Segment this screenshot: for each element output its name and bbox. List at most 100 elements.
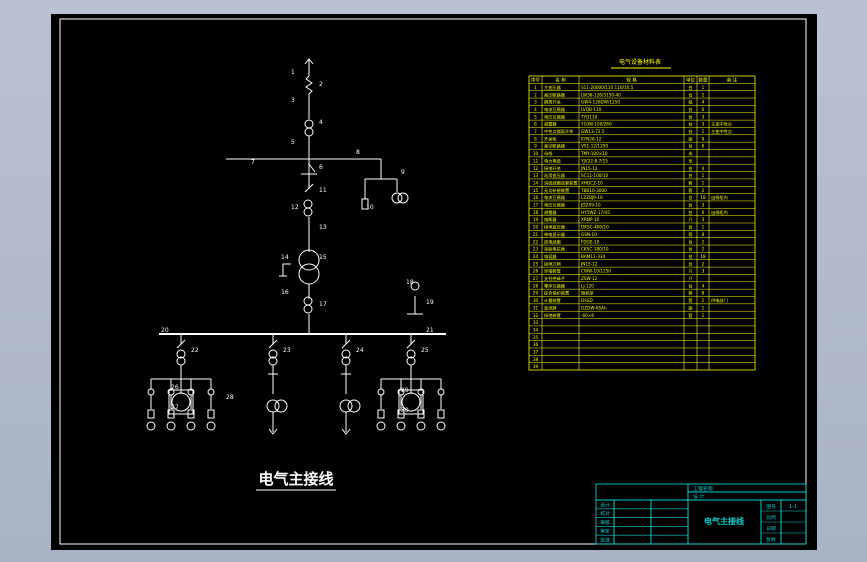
table-cell: GW13-72.5: [581, 129, 605, 134]
table-cell: 台: [688, 128, 692, 135]
callout-number: 3: [291, 97, 295, 104]
feeder-1: [146, 334, 216, 431]
table-cell: 面: [688, 136, 692, 142]
feeder-4: [376, 334, 446, 431]
tb-project: 工程名称: [693, 486, 713, 493]
table-cell: 38: [533, 357, 539, 362]
branch-load: [396, 421, 406, 431]
callout-number: 22: [191, 347, 199, 354]
table-cell: -60×6: [581, 313, 594, 318]
callout-number: 20: [161, 327, 169, 334]
table-cell: 接地装置: [544, 312, 561, 319]
callout-number: 12: [291, 204, 299, 211]
table-cell: LZZBJ9-10: [581, 195, 603, 200]
table-cell: 23: [533, 247, 539, 252]
table-cell: 台: [688, 246, 692, 253]
branch-fuse: [147, 409, 155, 419]
table-cell: 综合保护装置: [544, 290, 569, 297]
table-cell: 主变中性点: [711, 128, 732, 135]
table-cell: 8: [534, 136, 537, 141]
table-cell: 2: [702, 92, 705, 97]
table-cell: 27: [533, 276, 539, 281]
feeder-trafo-lv: [347, 399, 361, 413]
ct-2: [303, 199, 313, 217]
tb-left-label: 设计: [600, 501, 610, 508]
branch-load: [376, 421, 386, 431]
branch-load: [186, 421, 196, 431]
table-cell: 套: [688, 231, 693, 238]
table-cell: 1: [702, 129, 705, 134]
table-header-cell: 名 称: [555, 77, 566, 84]
tb-left-label: 校对: [600, 510, 610, 517]
feeder-transformer: [401, 392, 421, 412]
table-cell: 29: [533, 291, 539, 296]
table-cell: 4: [702, 283, 705, 288]
table-cell: 母线: [544, 150, 553, 157]
tb-left-label: 批准: [600, 537, 610, 544]
surge-arrester: [305, 75, 313, 95]
callout-number: 2: [319, 81, 323, 88]
table-cell: 35: [533, 335, 539, 340]
disconnector: [304, 164, 314, 193]
table-cell: 中性点隔离开关: [544, 128, 573, 135]
callout-number: 10: [366, 204, 374, 211]
table-cell: 6: [702, 210, 705, 215]
table-cell: FDGE-10: [581, 239, 600, 244]
feeders: [146, 334, 446, 435]
table-cell: 台: [688, 194, 692, 201]
pt-fuse: [361, 198, 369, 210]
table-header-cell: 单位: [686, 77, 695, 84]
table-cell: 接地变压器: [544, 224, 566, 231]
table-cell: 接地开关: [544, 165, 561, 172]
table-title: 电气设备材料表: [619, 58, 661, 66]
table-cell: 39: [533, 364, 539, 369]
table-cell: 31: [533, 305, 539, 310]
outgoing-arrow: [268, 412, 278, 435]
table-cell: 7: [534, 129, 537, 134]
branch-load: [436, 421, 446, 431]
table-cell: 避雷器: [544, 121, 557, 128]
table-cell: 台: [688, 253, 692, 260]
tb-right-value: 1-1: [789, 504, 797, 510]
tb-right-label: 比例: [766, 514, 776, 521]
table-cell: 主变压器: [544, 84, 562, 91]
table-cell: 1: [702, 225, 705, 230]
title-block-frame: [595, 483, 807, 545]
feeder-switch: [268, 334, 278, 349]
tb-right-label: 日期: [766, 526, 776, 532]
table-cell: 3: [702, 114, 705, 119]
table-cell: 4: [702, 166, 705, 171]
table-cell: 隔离开关: [544, 99, 561, 106]
feeder-switch: [341, 334, 351, 349]
table-cell: 零序互感器: [544, 282, 566, 289]
table-cell: 34: [533, 327, 539, 332]
table-cell: 6: [702, 107, 705, 112]
callout-number: 28: [226, 394, 234, 401]
feeder-3: [339, 334, 361, 435]
table-cell: 8: [702, 291, 705, 296]
callout-number: 11: [319, 187, 327, 194]
neutral-ground: [279, 263, 291, 277]
callout-number: 26: [171, 384, 179, 391]
table-cell: 电流互感器: [544, 106, 566, 113]
table-cell: 台: [688, 172, 692, 179]
table-cell: 19: [533, 217, 539, 222]
branch-load: [416, 421, 426, 431]
incoming-line-arrow: [304, 58, 314, 76]
callout-number: 30: [401, 407, 409, 414]
table-cell: 组: [688, 99, 692, 105]
table-cell: CKSC-180/10: [581, 247, 609, 252]
table-cell: 3: [702, 203, 705, 208]
feeder-box: [168, 389, 194, 415]
callout-number: 25: [421, 347, 429, 354]
callout-number: 8: [356, 149, 360, 156]
table-cell: 电力电缆: [544, 157, 562, 164]
callout-number: 21: [426, 327, 434, 334]
table-cell: 电容器: [544, 253, 557, 260]
table-cell: 串联电抗器: [544, 246, 566, 253]
table-cell: 20: [533, 225, 539, 230]
table-cell: 微机型: [581, 290, 594, 297]
table-cell: 站用变压器: [544, 172, 566, 179]
tb-sheet-name: 电气主接线: [704, 516, 744, 526]
